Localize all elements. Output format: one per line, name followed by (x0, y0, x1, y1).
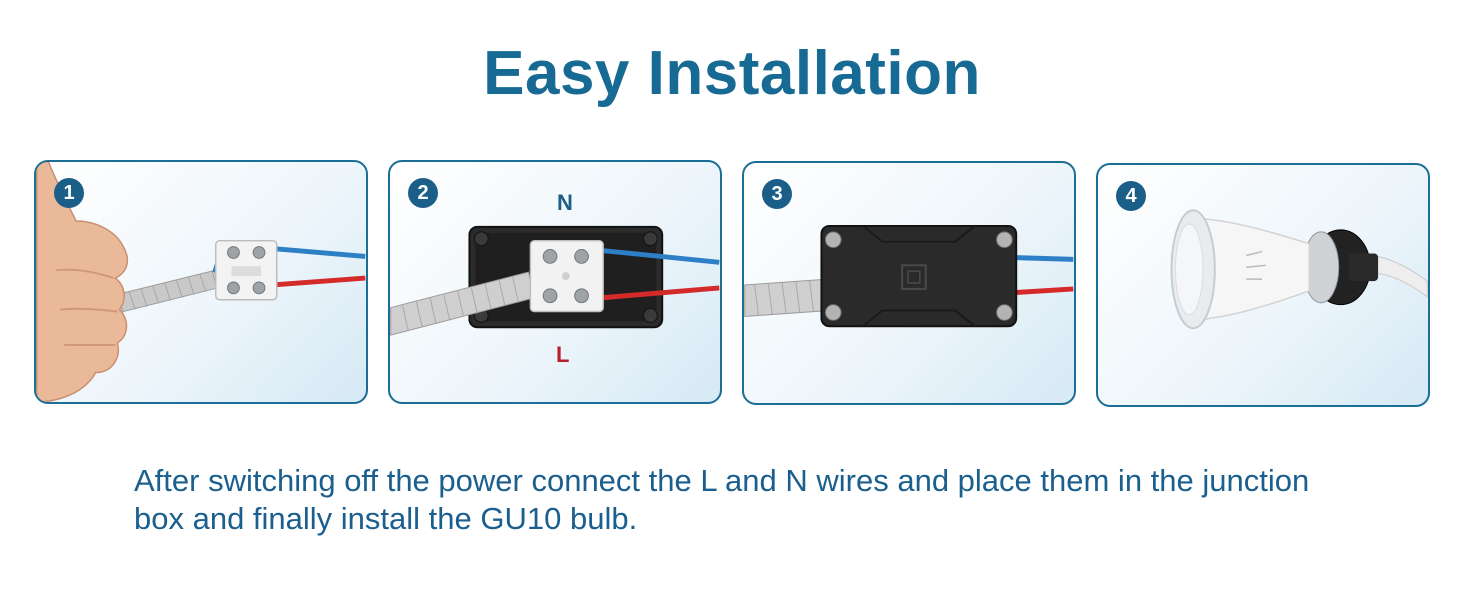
step-1-panel: 1 (34, 160, 368, 404)
live-wire-label: L (556, 342, 570, 367)
step-4-panel: 4 (1096, 163, 1430, 407)
step-2-badge: 2 (408, 178, 438, 208)
step-4-illustration (1170, 209, 1428, 330)
step-3-illustration (744, 224, 1074, 328)
step-3-badge: 3 (762, 179, 792, 209)
step-1-badge: 1 (54, 178, 84, 208)
step-2-illustration (390, 225, 720, 336)
step-1-illustration (36, 162, 366, 402)
neutral-wire-label: N (557, 190, 573, 215)
step-2-panel: 2 N L (388, 160, 722, 404)
installation-caption: After switching off the power connect th… (134, 463, 1310, 536)
page-title: Easy Installation (483, 39, 981, 108)
step-3-panel: 3 (742, 161, 1076, 405)
step-4-badge: 4 (1116, 181, 1146, 211)
